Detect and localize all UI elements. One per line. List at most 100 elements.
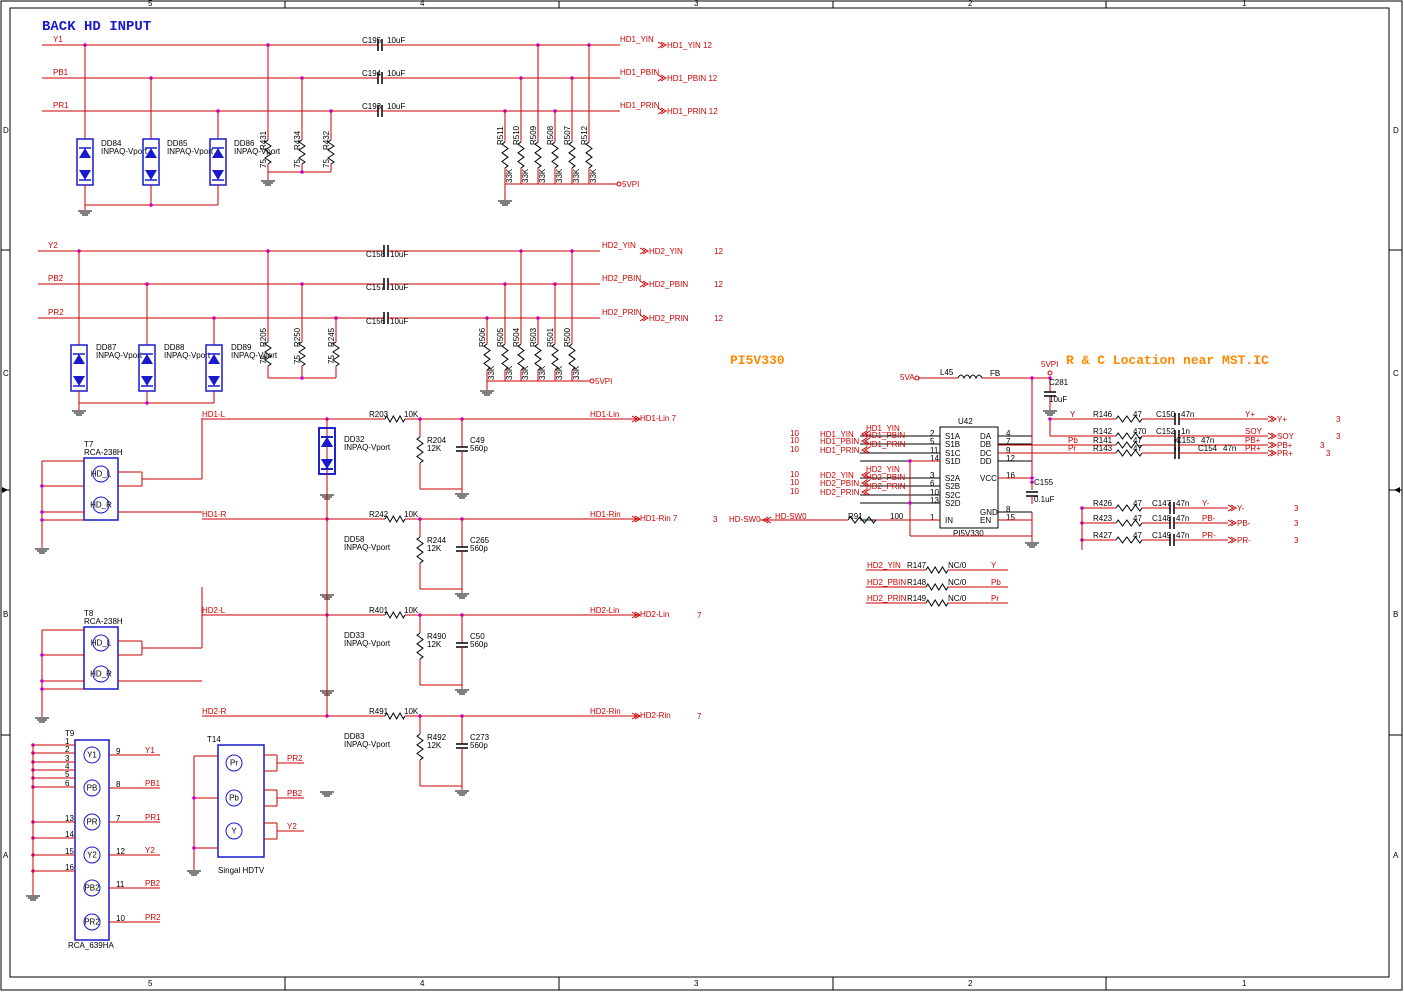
out-offpage-1: SOY [1277, 432, 1295, 441]
rca-jack-icon [92, 465, 110, 483]
nc-res-ref-2: R149 [907, 594, 927, 603]
nc-net-2: HD2_PRIN [867, 594, 907, 603]
connector-part-t14: Singal HDTV [218, 866, 265, 875]
tvs-diode-icon [321, 437, 333, 447]
offpage-arrow-icon [1227, 504, 1234, 512]
out-page-1: 3 [1336, 432, 1341, 441]
u42-in-page-3: 10 [790, 470, 799, 479]
rca-jack-icon [83, 846, 101, 864]
offpage-arrow-icon [631, 611, 638, 619]
sw-res-val: 100 [890, 512, 904, 521]
out-label-3: PR+ [1245, 444, 1261, 453]
audio-res-value-2: 10K [404, 606, 419, 615]
col-label-5: 5 [148, 0, 153, 8]
neg-cap-ref-2: C149 [1152, 531, 1172, 540]
junction-dot [1048, 417, 1052, 421]
resistor-symbol [1115, 432, 1143, 440]
out-cap-val-0: 47n [1181, 410, 1194, 419]
u42-pin-num-left-8: 1 [930, 513, 935, 522]
offpage-arrow-icon [864, 446, 871, 454]
u42-in-page-0: 10 [790, 429, 799, 438]
u42-pin-num-right-1: 7 [1006, 437, 1011, 446]
jack-label-t8-l: HD_L [91, 639, 112, 648]
offpage-net-hd2-2: HD2_PRIN [649, 314, 689, 323]
row-label-b-right: B [1393, 610, 1398, 619]
resistor-symbol [925, 599, 949, 607]
resistor-symbol [1115, 519, 1143, 527]
offpage-page-hd2-0: 12 [714, 247, 723, 256]
nc-res-ref-1: R148 [907, 578, 927, 587]
neg-cap-val-1: 47n [1176, 514, 1189, 523]
audio-out-2: HD2-Lin [590, 606, 619, 615]
neg-res-val-0: 47 [1133, 499, 1142, 508]
net-t14-1: PB2 [287, 789, 303, 798]
junction-dot [40, 518, 44, 522]
u42-pin-right-6: EN [980, 516, 991, 525]
audio-cap-value-2: 560p [470, 640, 488, 649]
jack-label-t7-l: HD_L [91, 470, 112, 479]
offpage-arrow-icon [642, 247, 649, 255]
audio-offpage-2: HD2-Lin [640, 610, 669, 619]
offpage-arrow-icon [660, 107, 667, 115]
u42-pin-left-3: S1D [945, 457, 961, 466]
resistor-symbol [298, 139, 306, 165]
bias-res-value-hd2-5: 33K [572, 365, 581, 380]
pin-t9-l-6: 13 [65, 814, 74, 823]
resistor-symbol [568, 343, 576, 371]
neg-label-1: PB- [1202, 514, 1216, 523]
tvs-diode-icon [212, 148, 224, 158]
out-res-ref-3: R143 [1093, 444, 1113, 453]
u42-in-page-2: 10 [790, 445, 799, 454]
term-res-value-hd1-1: 75 [293, 159, 302, 168]
jack-label-t9-4: PB2 [84, 884, 100, 893]
u42-in-page-1: 10 [790, 436, 799, 445]
resistor-symbol [264, 139, 272, 165]
u42-in-net-near-5: HD2_PRIN [866, 482, 906, 491]
bias-res-value-hd1-2: 33K [538, 168, 547, 183]
resistor-symbol [1115, 441, 1143, 449]
out-res-val-1: 470 [1133, 427, 1147, 436]
audio-shunt-value-2: 12K [427, 640, 442, 649]
jack-label-t8-r: HD_R [90, 670, 112, 679]
term-res-ref-hd1-1: R434 [293, 130, 302, 150]
resistor-symbol [332, 341, 340, 367]
audio-offpage-3: HD2-Rin [640, 711, 671, 720]
out-label-2: PB+ [1245, 436, 1261, 445]
offpage-arrow-icon [634, 611, 641, 619]
vpi-label: 5VPI [1041, 360, 1058, 369]
jack-label-t14-2: Y [231, 827, 237, 836]
audio-cap-ref-2: C50 [470, 632, 485, 641]
neg-res-val-2: 47 [1133, 531, 1142, 540]
audio-cap-value-3: 560p [470, 741, 488, 750]
tvs-diode-icon [208, 354, 220, 364]
diode-part-hd2-2: INPAQ-Vport [231, 351, 278, 360]
col-label-3b: 3 [694, 979, 699, 988]
col-label-4b: 4 [420, 979, 425, 988]
offpage-arrow-icon [634, 415, 641, 423]
audio-offpage-0: HD1-Lin 7 [640, 414, 677, 423]
tvs-diode-icon [145, 148, 157, 158]
diode-ref-hd2-0: DD87 [96, 343, 117, 352]
diode-part-hd2-0: INPAQ-Vport [96, 351, 143, 360]
resistor-symbol [501, 141, 509, 169]
audio-shunt-ref-2: R490 [427, 632, 447, 641]
neg-res-val-1: 47 [1133, 514, 1142, 523]
jack-label-t9-2: PR [86, 818, 97, 827]
rc-location-note: R & C Location near MST.IC [1066, 353, 1269, 368]
audio-res-value-0: 10K [404, 410, 419, 419]
u42-pin-right-3: DD [980, 457, 992, 466]
offpage-arrow-icon [861, 488, 868, 496]
offpage-arrow-icon [1267, 449, 1274, 457]
resistor-symbol [384, 610, 406, 620]
col-label-2b: 2 [968, 979, 973, 988]
term-res-ref-hd2-2: R245 [327, 327, 336, 347]
tvs-diode-icon [212, 170, 224, 180]
resistor-symbol [1115, 449, 1143, 457]
pin-t9-l-5: 6 [65, 779, 70, 788]
diode-ref-hd1-0: DD84 [101, 139, 122, 148]
audio-in-3: HD2-R [202, 707, 227, 716]
pin-t9-r-4: 11 [116, 880, 125, 889]
neg-res-ref-2: R427 [1093, 531, 1113, 540]
